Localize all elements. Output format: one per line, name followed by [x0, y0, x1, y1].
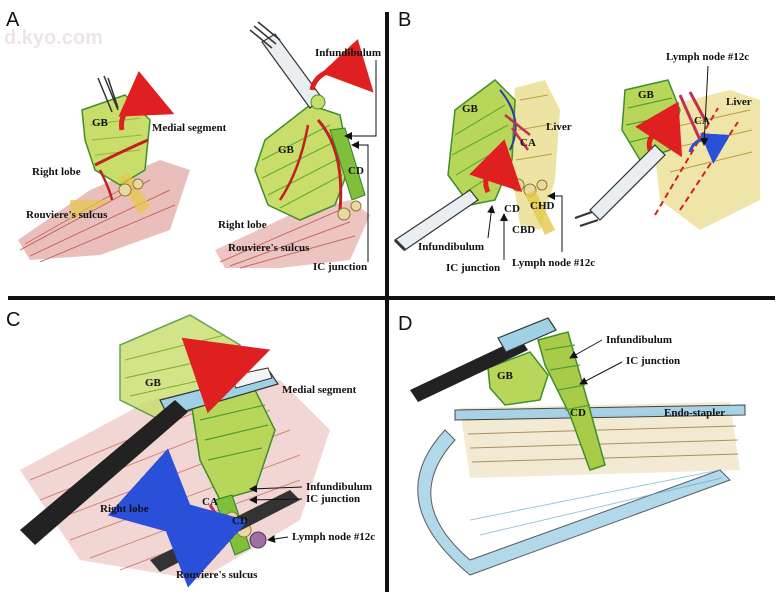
panel-a-right-lobe-left-label: Right lobe	[32, 166, 81, 178]
panel-b-right-grasper	[574, 144, 666, 227]
panel-b-ca-right-label: CA	[694, 115, 710, 127]
panel-b-cbd-label: CBD	[512, 224, 535, 236]
panel-a-medial-segment-label: Medial segment	[152, 122, 227, 134]
panel-c-lymph-node-leader	[267, 535, 289, 543]
panel-b-lymph-node-top-leader	[700, 65, 709, 146]
panel-d-ic-junction-label: IC junction	[626, 355, 680, 367]
panel-d-ic-junction-leader	[579, 361, 623, 385]
panel-a-left-liver	[18, 160, 190, 263]
panel-b-lymph-node-top-label: Lymph node #12c	[666, 51, 749, 63]
panel-c-letter: C	[6, 309, 20, 331]
panel-c-right-lobe-label: Right lobe	[100, 503, 149, 515]
panel-a-gb-right-label: GB	[278, 144, 295, 156]
panel-d: D Infundibulum IC junction GB CD Endo-st…	[398, 313, 746, 576]
panel-b-liver-left-label: Liver	[546, 121, 572, 133]
panel-b-letter: B	[398, 9, 411, 31]
panel-d-endo-stapler-label: Endo-stapler	[664, 407, 725, 419]
panel-b-ic-junction-label: IC junction	[446, 262, 500, 274]
panel-a-rouviere-right-label: Rouviere's sulcus	[228, 242, 310, 254]
panel-b-left-rotation-arrow	[469, 139, 523, 194]
panel-b-cd-label: CD	[504, 203, 520, 215]
panel-d-infundibulum-label: Infundibulum	[606, 334, 672, 346]
panel-b-left-grasper	[393, 189, 479, 252]
panel-d-letter: D	[398, 313, 412, 335]
panel-b-liver-right-label: Liver	[726, 96, 752, 108]
panel-a: A GB Medial segment Right lobe Rouviere'…	[6, 9, 381, 273]
panel-b-dashed-dissection-line	[654, 107, 739, 216]
panel-a-left-forceps	[97, 75, 119, 113]
panel-a-left-rotation-arrow	[118, 70, 175, 131]
panel-b-gb-right-label: GB	[638, 89, 655, 101]
panel-a-right-rotation-arrow	[309, 39, 374, 93]
panel-c-lymph-node-label: Lymph node #12c	[292, 531, 375, 543]
panel-c-red-traction-arrow	[181, 337, 271, 414]
panel-a-right-grasper	[249, 21, 326, 110]
panel-d-gb-label: GB	[497, 370, 514, 382]
panel-a-cd-label: CD	[348, 165, 364, 177]
panel-c-rouviere-label: Rouviere's sulcus	[176, 569, 258, 581]
panel-c-medial-segment-label: Medial segment	[282, 384, 357, 396]
panel-c-infundibulum-leader	[249, 484, 303, 493]
panel-c-infundibulum-label: Infundibulum	[306, 481, 372, 493]
panel-c-cd-label: CD	[232, 515, 248, 527]
panel-a-ic-junction-label: IC junction	[313, 261, 367, 273]
panel-a-infundibulum-label: Infundibulum	[315, 47, 381, 59]
panel-a-right-lobe-right-label: Right lobe	[218, 219, 267, 231]
panel-a-left-gb	[70, 94, 151, 220]
panel-c-ca-label: CA	[202, 496, 218, 508]
panel-c-blue-spread-arrow	[178, 518, 208, 545]
panel-b-lymph-node-leader	[547, 192, 563, 252]
panel-a-gb-left-label: GB	[92, 117, 109, 129]
panel-c-ic-junction-label: IC junction	[306, 493, 360, 505]
panel-b-lymph-node-bottom-label: Lymph node #12c	[512, 257, 595, 269]
panel-c: C GB Medial segment Right lobe	[6, 309, 375, 581]
panel-a-right-liver	[215, 200, 370, 269]
panel-b-chd-label: CHD	[530, 200, 555, 212]
panel-d-grasper	[410, 317, 557, 402]
panel-c-ic-junction-leader	[249, 495, 303, 504]
panel-a-infundibulum-leader	[344, 60, 377, 140]
panel-b-ca-left-label: CA	[520, 137, 536, 149]
panel-d-endo-stapler	[417, 404, 746, 576]
panel-b-right-rotation-arrow	[635, 101, 683, 158]
panel-d-infundibulum-leader	[569, 339, 603, 359]
panel-b-infundibulum-leader	[487, 205, 496, 239]
panel-d-cd-label: CD	[570, 407, 586, 419]
watermark-text: d.kyo.com	[4, 27, 103, 49]
panel-a-ic-junction-leader	[351, 141, 369, 262]
panel-c-gb-label: GB	[145, 377, 162, 389]
panel-a-rouviere-left-label: Rouviere's sulcus	[26, 209, 108, 221]
panel-b-infundibulum-label: Infundibulum	[418, 241, 484, 253]
panel-b-gb-left-label: GB	[462, 103, 479, 115]
panel-d-gb	[487, 331, 606, 471]
panel-b: B GB Liver CA CHD CD CBD Infundibulum IC…	[393, 9, 760, 274]
panel-a-letter: A	[6, 9, 20, 31]
